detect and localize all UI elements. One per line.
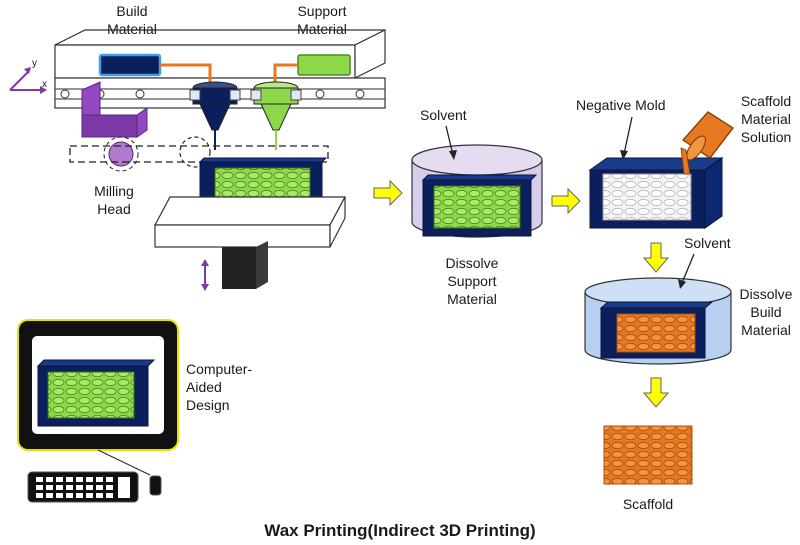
- cad-monitor: [17, 319, 179, 451]
- dissolve-support-label-line2: Support: [447, 273, 496, 289]
- build-material-cartridge: [98, 53, 162, 77]
- y-axis-label: y: [32, 58, 37, 69]
- cad-label-line1: Computer-: [186, 361, 252, 377]
- dissolve-build-label-line1: Dissolve: [740, 286, 793, 302]
- support-material-nozzle: [250, 81, 302, 150]
- vertical-motion-arrow: [201, 259, 209, 291]
- negative-mold-pointer: [623, 116, 633, 155]
- solvent-pointer-2: [681, 253, 695, 284]
- dissolve-build-label-line2: Build: [750, 304, 781, 320]
- negative-mold-pointer-head: [620, 150, 628, 160]
- cad-label-line3: Design: [186, 397, 230, 413]
- milling-head-label-line1: Milling: [94, 183, 134, 199]
- negative-mold-label: Negative Mold: [576, 97, 666, 113]
- keyboard-cable: [97, 449, 151, 476]
- flow-arrow-2: [551, 187, 581, 215]
- flow-arrow-3: [642, 242, 670, 273]
- dissolve-build-label-line3: Material: [741, 322, 791, 338]
- cad-label-line2: Aided: [186, 379, 222, 395]
- solvent-pointer-1: [445, 125, 454, 156]
- page-title: Wax Printing(Indirect 3D Printing): [264, 521, 535, 540]
- milling-head-label-line2: Head: [97, 201, 130, 217]
- scaffold-product: [603, 425, 693, 485]
- solvent-pointer-1-head: [449, 150, 457, 160]
- scaffold-solution-cup: [680, 111, 734, 175]
- x-axis-label: x: [42, 79, 47, 90]
- build-dissolve-beaker: [584, 277, 732, 365]
- build-platform: [153, 196, 347, 289]
- milling-head: [81, 81, 148, 172]
- build-material-nozzle: [189, 81, 241, 150]
- scaffold-solution-label-line1: Scaffold: [741, 93, 791, 109]
- nozzle-position-marker: [179, 136, 211, 168]
- axes-indicator: [9, 67, 47, 94]
- solvent-label-1: Solvent: [420, 107, 467, 123]
- support-dissolve-beaker: [411, 144, 543, 238]
- mouse: [149, 475, 162, 496]
- solvent-label-2: Solvent: [684, 235, 731, 251]
- scaffold-solution-label-line3: Solution: [741, 129, 792, 145]
- scaffold-solution-label-line2: Material: [741, 111, 791, 127]
- tool-path-rail: [69, 145, 329, 163]
- keyboard: [27, 471, 139, 503]
- dissolve-support-label-line1: Dissolve: [446, 255, 499, 271]
- build-material-label-line2: Material: [107, 21, 157, 37]
- solvent-pointer-2-head: [678, 279, 686, 289]
- flow-arrow-1: [373, 179, 403, 207]
- dissolve-support-label-line3: Material: [447, 291, 497, 307]
- negative-mold-block: [588, 157, 724, 229]
- support-material-label-line1: Support: [297, 3, 346, 19]
- flow-arrow-4: [642, 377, 670, 408]
- support-material-cartridge: [297, 54, 351, 76]
- support-material-label-line2: Material: [297, 21, 347, 37]
- build-material-label-line1: Build: [116, 3, 147, 19]
- scaffold-label: Scaffold: [623, 496, 673, 512]
